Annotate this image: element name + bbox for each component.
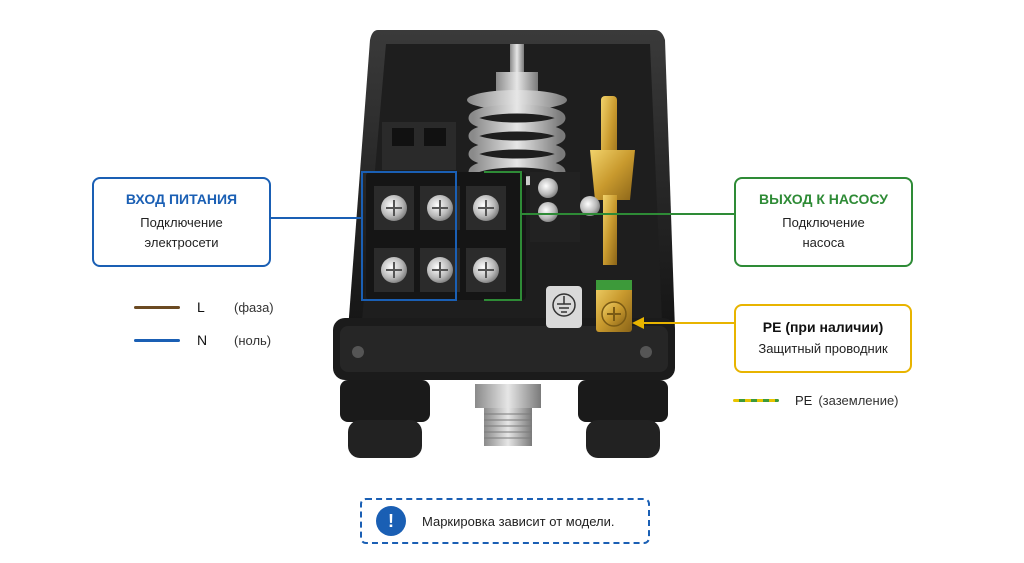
legend-neutral-letter: N	[197, 332, 208, 348]
legend-phase-letter: L	[197, 299, 205, 315]
legend-phase-meaning: (фаза)	[234, 299, 274, 315]
cable-gland-left	[340, 380, 430, 422]
callout-pe-title: PE (при наличии)	[762, 318, 884, 335]
legend-neutral-swatch	[134, 338, 180, 342]
callout-output-title: ВЫХОД К НАСОСУ	[759, 191, 888, 207]
callout-input-line1: Подключение	[140, 215, 223, 230]
legend-ground-label: PE	[795, 393, 813, 408]
input-highlight	[361, 171, 457, 301]
model-note: ! Маркировка зависит от модели.	[360, 498, 650, 544]
callout-input-line2: электросети	[144, 235, 219, 250]
exclamation-icon: !	[376, 506, 406, 536]
pipe-fitting	[475, 384, 541, 408]
callout-protective-earth: PE (при наличии) Защитный проводник	[734, 304, 912, 373]
legend-ground: PE (заземление)	[733, 393, 899, 408]
callout-pump-output: ВЫХОД К НАСОСУ Подключение насоса	[734, 177, 913, 267]
callout-output-line2: насоса	[802, 235, 845, 250]
callout-power-input: ВХОД ПИТАНИЯ Подключение электросети	[92, 177, 271, 267]
model-note-text: Маркировка зависит от модели.	[422, 513, 615, 529]
legend-neutral-meaning: (ноль)	[234, 332, 272, 348]
callout-pe-line1: Защитный проводник	[758, 340, 888, 356]
ground-symbol-icon	[546, 286, 582, 328]
cable-gland-right	[578, 380, 668, 422]
callout-input-title: ВХОД ПИТАНИЯ	[125, 191, 238, 207]
output-highlight	[484, 171, 522, 301]
pe-arrow-icon	[632, 317, 644, 329]
legend-ground-swatch	[733, 399, 779, 402]
terminal-screws	[374, 186, 506, 292]
callout-output-line1: Подключение	[782, 215, 865, 230]
legend-neutral: N (ноль)	[134, 332, 271, 348]
legend-phase: L (фаза)	[134, 299, 274, 315]
legend-ground-meaning: (заземление)	[818, 393, 899, 408]
legend-phase-swatch	[134, 305, 180, 309]
